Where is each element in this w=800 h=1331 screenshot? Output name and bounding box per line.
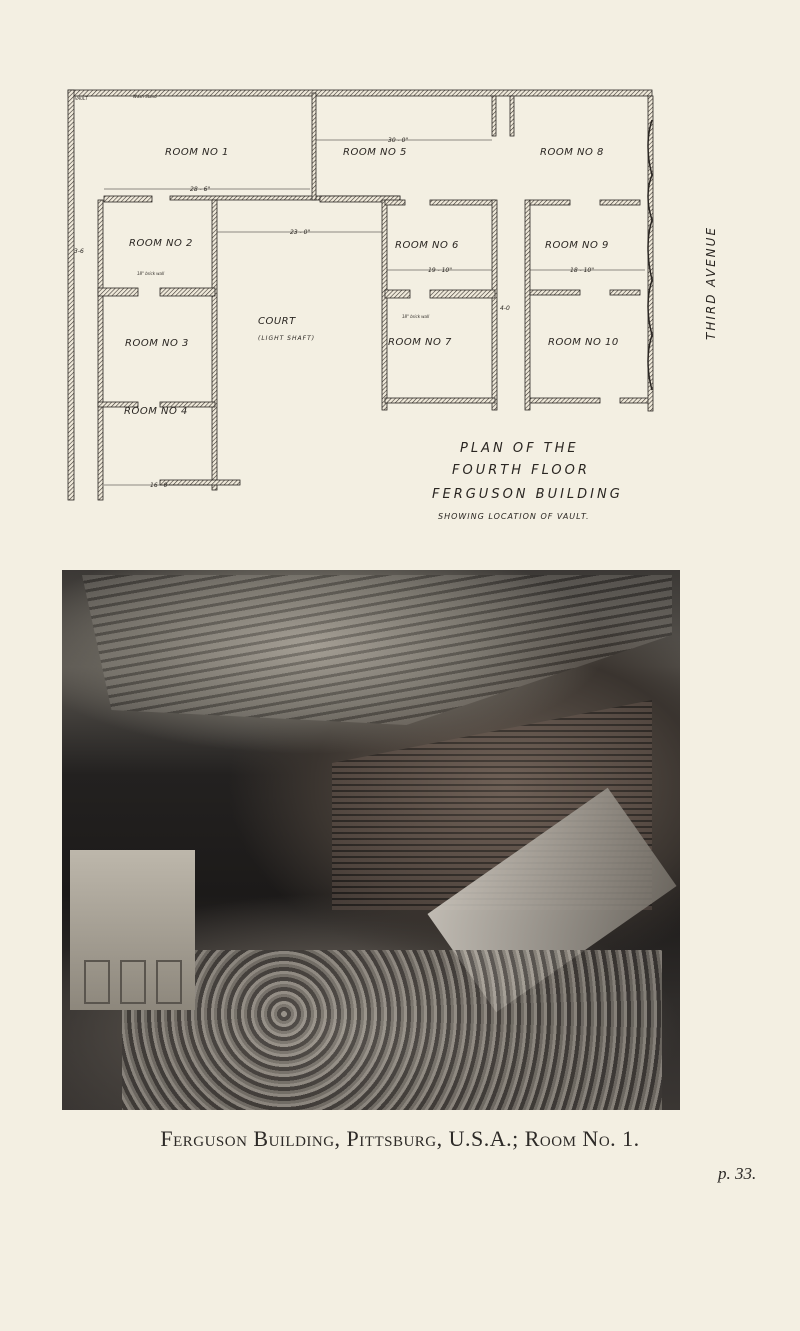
plan-title-line1: PLAN OF THE <box>460 441 579 456</box>
dimension-label: 16 - 0 <box>150 482 168 489</box>
room-label: ROOM NO 2 <box>129 238 193 249</box>
plan-walls <box>67 89 654 501</box>
room-label: ROOM NO 1 <box>165 147 229 158</box>
plan-title-line4: SHOWING LOCATION OF VAULT. <box>438 512 590 521</box>
plan-title-line3: FERGUSON BUILDING <box>432 487 623 502</box>
note-label: VAULT <box>75 96 88 101</box>
dimension-label: 4-0 <box>500 305 510 312</box>
room-label: ROOM NO 9 <box>545 240 609 251</box>
dimension-label: 30 - 0" <box>388 137 408 144</box>
court-label: COURT <box>258 316 296 327</box>
note-label: Wash Stand <box>133 94 157 99</box>
dimension-labels: 30 - 0" 28 - 6" 23 - 0" 19 - 10" 18 - 10… <box>74 94 594 489</box>
floor-plan: ROOM NO 1 ROOM NO 2 ROOM NO 3 ROOM NO 4 … <box>67 89 718 521</box>
room-label: ROOM NO 7 <box>388 337 452 348</box>
desk <box>70 850 195 1010</box>
room-label: ROOM NO 3 <box>125 338 189 349</box>
room-label: ROOM NO 5 <box>343 147 407 158</box>
plan-title-line2: FOURTH FLOOR <box>452 463 590 478</box>
room-labels: ROOM NO 1 ROOM NO 2 ROOM NO 3 ROOM NO 4 … <box>124 147 619 417</box>
rubble <box>122 950 662 1110</box>
room-label: ROOM NO 10 <box>548 337 619 348</box>
bay-windows <box>647 119 653 391</box>
page-number: p. 33. <box>718 1164 757 1183</box>
dimension-label: 18 - 10" <box>570 267 594 274</box>
note-label: 18" brick wall <box>137 271 165 276</box>
dimension-label: 23 - 0" <box>290 229 310 236</box>
street-label: THIRD AVENUE <box>704 226 718 340</box>
room-label: ROOM NO 8 <box>540 147 604 158</box>
dimension-label: 28 - 6" <box>190 186 210 193</box>
dimension-label: 19 - 10" <box>428 267 452 274</box>
room-label: ROOM NO 4 <box>124 406 188 417</box>
room-label: ROOM NO 6 <box>395 240 459 251</box>
dimension-lines <box>104 139 645 486</box>
dimension-label: 3-6 <box>74 248 84 255</box>
vault-photograph <box>62 570 680 1110</box>
collapsed-ceiling <box>82 575 672 725</box>
photo-caption: Ferguson Building, Pittsburg, U.S.A.; Ro… <box>160 1126 640 1151</box>
note-label: 18" brick wall <box>402 314 430 319</box>
court-sublabel: (LIGHT SHAFT) <box>258 335 315 342</box>
